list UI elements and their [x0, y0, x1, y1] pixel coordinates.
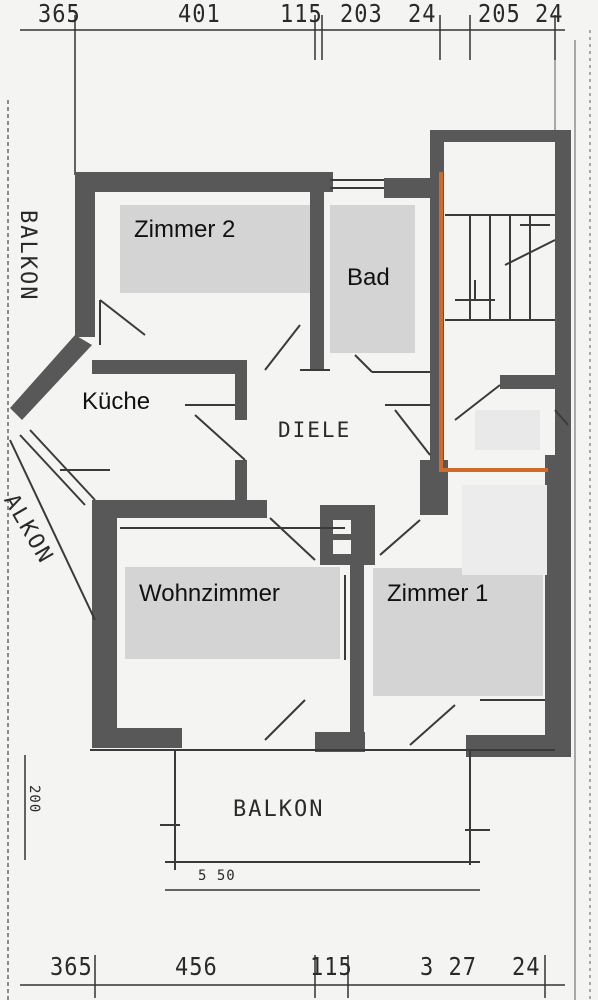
dim-top-1: 365 [38, 0, 81, 29]
room-label-kueche: Küche [82, 388, 151, 415]
dim-top-2: 401 [178, 0, 221, 29]
bottom-dimension-line [20, 755, 565, 998]
room-label-zimmer2: Zimmer 2 [134, 216, 236, 243]
dim-bottom-5: 24 [512, 953, 541, 982]
dim-top-4: 203 [340, 0, 383, 29]
dim-bottom-1: 365 [50, 953, 93, 982]
room-label-bad: Bad [347, 264, 390, 291]
dim-balkon-width: 5 50 [198, 868, 236, 884]
outer-lines [554, 30, 591, 1000]
dim-bottom-3: 115 [310, 953, 353, 982]
dim-top-6: 205 24 [478, 0, 564, 29]
label-boxes [120, 205, 547, 696]
balcony-label-left-top: BALKON [15, 210, 40, 302]
dim-top-3: 115 [280, 0, 323, 29]
dim-balkon-depth: 200 [26, 785, 42, 814]
staircase [445, 214, 569, 426]
room-label-wohnzimmer: Wohnzimmer [139, 580, 280, 607]
highlight-outline [439, 172, 548, 472]
dim-bottom-4: 3 27 [420, 953, 477, 982]
dim-bottom-2: 456 [175, 953, 218, 982]
room-label-zimmer1: Zimmer 1 [387, 580, 489, 607]
interior-lines [9, 179, 555, 870]
dim-top-5: 24 [408, 0, 437, 29]
room-label-diele: DIELE [278, 418, 352, 442]
top-dimension-line [20, 15, 565, 175]
balcony-label-bottom: BALKON [233, 797, 325, 822]
